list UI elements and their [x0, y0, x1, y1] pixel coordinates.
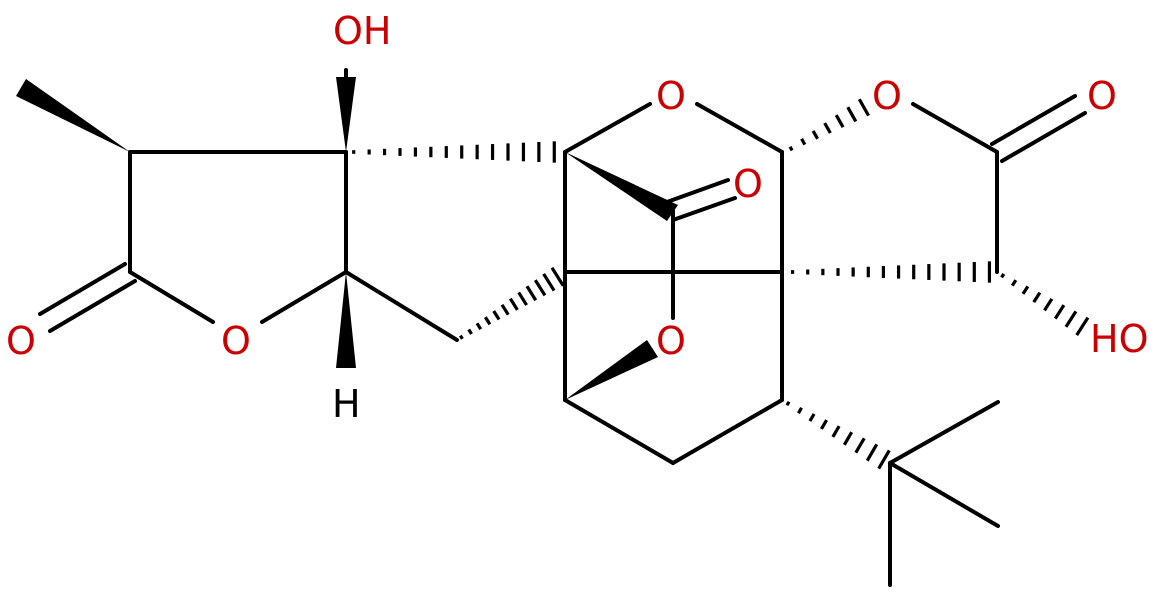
hash-segment [1043, 297, 1054, 312]
oxygen-lactone-left-label: O [221, 319, 251, 363]
carbonyl-mid-line-2 [671, 196, 737, 222]
carbonyl-mid-line-1 [665, 178, 730, 204]
hash-segment [508, 297, 519, 311]
hash-segment [500, 303, 510, 316]
hash-segment [820, 419, 828, 430]
carbonyl-right-line-1 [990, 94, 1077, 146]
bond-o-c [260, 270, 348, 324]
hash-segment [1064, 310, 1078, 328]
oxygen-bridge-label: O [656, 319, 686, 363]
hash-segment [808, 413, 816, 422]
single-bonds [128, 68, 1000, 587]
atom-labels: OH HO O O O O O O O H [6, 9, 1148, 426]
oxygen-carbonyl-right-label: O [1087, 74, 1117, 118]
hash-segment [1000, 272, 1006, 279]
hash-segment [517, 291, 528, 306]
wedge-oh [336, 77, 356, 152]
wedge-bonds [16, 77, 678, 400]
bond-tbu-c [888, 400, 1000, 465]
hash-segment [877, 449, 891, 470]
hash-segment [846, 106, 858, 123]
hash-segment [492, 310, 501, 321]
bond-c-o [128, 270, 215, 324]
hash-segment [857, 98, 870, 117]
hash-segment [854, 437, 866, 454]
hash-segment [1032, 291, 1042, 304]
hash-segment [1075, 316, 1090, 337]
carbonyl-left-line-2 [48, 279, 137, 333]
hash-segment [842, 431, 854, 446]
oxygen-ether-top-label: O [656, 74, 686, 118]
hydrogen-stereo-label: H [332, 382, 361, 426]
bond-c-c [563, 398, 675, 465]
hash-segment [1021, 285, 1030, 295]
hash-segment [483, 316, 492, 326]
bond-c-o [563, 102, 652, 154]
hash-segment [542, 273, 556, 292]
hash-segment [533, 279, 547, 297]
hash-segment [865, 443, 879, 462]
hash-segment [797, 407, 803, 414]
hash-segment [811, 130, 819, 140]
hash-segment [788, 145, 794, 152]
hash-segment [475, 322, 483, 331]
wedge-h [336, 272, 356, 368]
hash-segment [467, 328, 473, 335]
oxygen-carbonyl-mid-label: O [733, 162, 763, 206]
hashed-wedge-bonds [352, 98, 1090, 470]
hash-segment [834, 114, 845, 128]
hash-segment [1053, 304, 1066, 320]
wedge-cage-carbonyl [565, 152, 678, 221]
hash-segment [831, 425, 841, 438]
bond-c-c [344, 270, 459, 342]
hash-segment [459, 334, 464, 340]
hash-segment [800, 138, 807, 146]
carbonyl-right-line-2 [1000, 111, 1087, 163]
oxygen-carbonyl-left-label: O [6, 319, 36, 363]
hydroxyl-right-label: HO [1090, 317, 1148, 361]
hash-segment [1010, 279, 1018, 287]
hash-segment [823, 122, 832, 134]
hash-segment [785, 400, 791, 407]
bond-tbu-c [888, 461, 1000, 528]
hydroxyl-top-label: OH [333, 9, 391, 53]
bond-o-c [695, 102, 784, 154]
wedge-methyl [16, 79, 130, 152]
hash-segment [550, 266, 565, 287]
carbonyl-left-line-1 [38, 262, 127, 316]
double-bonds [38, 94, 1087, 333]
hash-segment [525, 285, 538, 302]
oxygen-lactone-right-label: O [872, 74, 902, 118]
bond-c-c [671, 398, 784, 465]
wedge-bridge-o [565, 340, 658, 400]
bond-o-c [911, 102, 999, 154]
